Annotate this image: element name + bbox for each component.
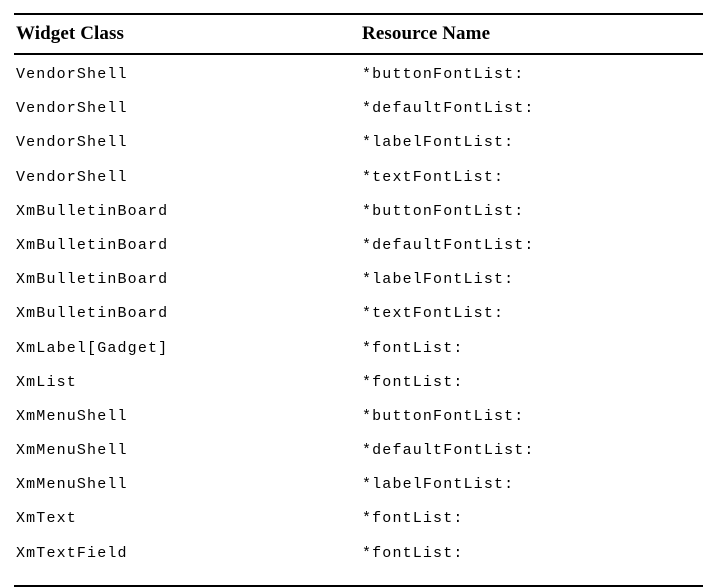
- widget-resource-table: Widget Class Resource Name VendorShell *b…: [14, 13, 703, 587]
- cell-resource-name: *textFontList:: [362, 305, 505, 323]
- cell-resource-name: *fontList:: [362, 544, 464, 562]
- cell-widget-class: VendorShell: [16, 100, 128, 118]
- cell-widget-class: XmBulletinBoard: [16, 305, 169, 323]
- cell-widget-class: VendorShell: [16, 168, 128, 186]
- cell-widget-class: XmMenuShell: [16, 476, 128, 494]
- table-row: XmBulletinBoard *buttonFontList:: [14, 195, 703, 229]
- cell-widget-class: XmLabel[Gadget]: [16, 339, 169, 357]
- cell-resource-name: *labelFontList:: [362, 271, 515, 289]
- table-row: VendorShell *buttonFontList:: [14, 58, 703, 92]
- cell-widget-class: XmMenuShell: [16, 407, 128, 425]
- table-row: XmTextField *fontList:: [14, 537, 703, 571]
- cell-widget-class: VendorShell: [16, 66, 128, 83]
- cell-resource-name: *defaultFontList:: [362, 100, 535, 118]
- table-header-row: Widget Class Resource Name: [14, 15, 703, 53]
- cell-widget-class: XmTextField: [16, 544, 128, 562]
- cell-widget-class: XmBulletinBoard: [16, 202, 169, 220]
- table-row: XmLabel[Gadget] *fontList:: [14, 332, 703, 366]
- table-row: VendorShell *labelFontList:: [14, 126, 703, 160]
- cell-widget-class: VendorShell: [16, 134, 128, 152]
- cell-resource-name: *buttonFontList:: [362, 407, 525, 425]
- column-header-resource-name: Resource Name: [362, 23, 491, 44]
- table-row: XmBulletinBoard *textFontList:: [14, 297, 703, 331]
- cell-widget-class: XmText: [16, 510, 77, 528]
- table-row: XmBulletinBoard *defaultFontList:: [14, 229, 703, 263]
- cell-widget-class: XmBulletinBoard: [16, 236, 169, 254]
- table-header-rule: [14, 53, 703, 55]
- column-header-widget-class: Widget Class: [16, 23, 125, 44]
- cell-resource-name: *fontList:: [362, 510, 464, 528]
- table-row: XmMenuShell *defaultFontList:: [14, 434, 703, 468]
- cell-widget-class: XmList: [16, 373, 77, 391]
- cell-resource-name: *labelFontList:: [362, 476, 515, 494]
- cell-resource-name: *defaultFontList:: [362, 236, 535, 254]
- cell-resource-name: *fontList:: [362, 373, 464, 391]
- table-bottom-spacer: [14, 571, 703, 585]
- cell-resource-name: *textFontList:: [362, 168, 505, 186]
- cell-resource-name: *fontList:: [362, 339, 464, 357]
- cell-resource-name: *labelFontList:: [362, 134, 515, 152]
- cell-resource-name: *defaultFontList:: [362, 442, 535, 460]
- table-row: VendorShell *defaultFontList:: [14, 92, 703, 126]
- cell-widget-class: XmBulletinBoard: [16, 271, 169, 289]
- cell-resource-name: *buttonFontList:: [362, 66, 525, 83]
- table-top-rule: [14, 13, 703, 15]
- cell-widget-class: XmMenuShell: [16, 442, 128, 460]
- cell-resource-name: *buttonFontList:: [362, 202, 525, 220]
- table-row: VendorShell *textFontList:: [14, 161, 703, 195]
- table-body: VendorShell *buttonFontList: VendorShell *d…: [14, 55, 703, 571]
- table-row: XmList *fontList:: [14, 366, 703, 400]
- table-row: XmText *fontList:: [14, 502, 703, 536]
- table-row: XmMenuShell *labelFontList:: [14, 468, 703, 502]
- table-row: XmMenuShell *buttonFontList:: [14, 400, 703, 434]
- table-row: XmBulletinBoard *labelFontList:: [14, 263, 703, 297]
